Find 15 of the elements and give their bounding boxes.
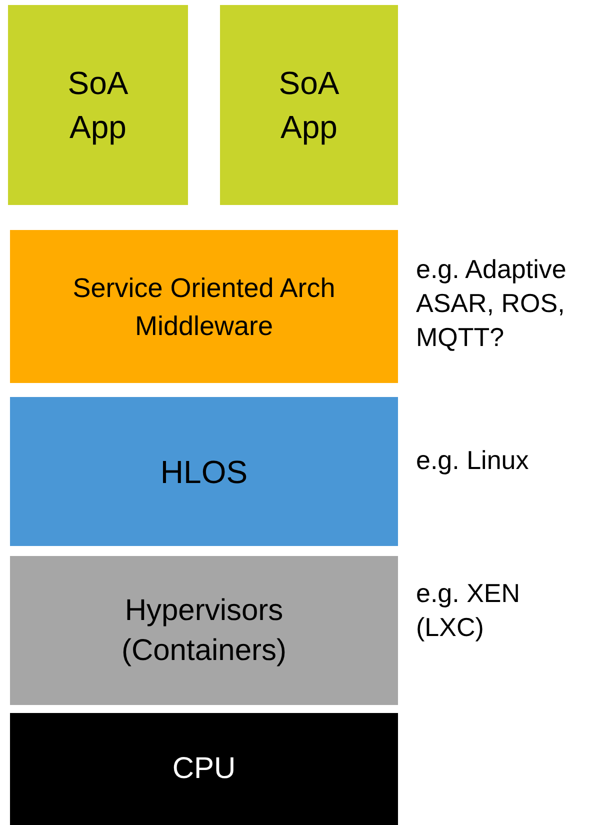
app-block bbox=[220, 5, 398, 205]
layer-label: SoA App bbox=[278, 64, 340, 147]
layer-label: Service Oriented Arch Middleware bbox=[72, 272, 336, 342]
hypervisor-layer bbox=[10, 556, 398, 705]
layer-label: SoA App bbox=[66, 64, 130, 147]
os-layer bbox=[10, 397, 398, 546]
layer-label: HLOS bbox=[160, 452, 248, 492]
app-block bbox=[8, 5, 188, 205]
example-note: e.g. Adaptive ASAR, ROS, MQTT? bbox=[416, 253, 568, 354]
example-note: e.g. Linux bbox=[416, 444, 530, 477]
layer-label: CPU bbox=[172, 751, 236, 787]
middleware-layer bbox=[10, 230, 398, 383]
cpu-layer bbox=[10, 713, 398, 825]
example-note: e.g. XEN (LXC) bbox=[416, 577, 522, 644]
layer-label: Hypervisors (Containers) bbox=[120, 592, 288, 668]
